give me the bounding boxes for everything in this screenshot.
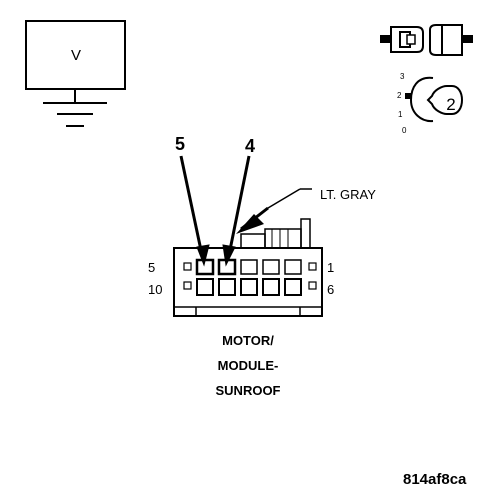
connector-10-pin: [173, 218, 323, 317]
ignition-position-0: 0: [402, 126, 407, 135]
voltmeter-label: V: [71, 47, 81, 64]
ignition-position-2: 2: [397, 91, 402, 100]
probe-label-pin-5: 5: [175, 134, 185, 154]
connector-disconnected-icon: [380, 24, 473, 56]
cavity-10: [196, 278, 214, 296]
connector-name-line-3: SUNROOF: [216, 383, 281, 398]
figure-id: 814af8ca: [403, 471, 467, 488]
pin-label-bottom-left: 10: [148, 282, 162, 297]
cavity-2: [262, 259, 280, 275]
cavity-6: [284, 278, 302, 296]
cavity-1: [284, 259, 302, 275]
ignition-position-1: 1: [398, 110, 403, 119]
cavity-8: [240, 278, 258, 296]
wire-color-callout: LT. GRAY: [236, 187, 376, 234]
ground-icon: [43, 89, 107, 127]
pin-label-bottom-right: 6: [327, 282, 334, 297]
cavity-5: [195, 258, 215, 276]
connector-name-line-1: MOTOR/: [222, 333, 274, 348]
pin-label-top-right: 1: [327, 260, 334, 275]
probe-arrows: [179, 155, 251, 267]
cavity-7: [262, 278, 280, 296]
ignition-position-3: 3: [400, 72, 405, 81]
cavity-3: [240, 259, 258, 275]
pin-label-top-left: 5: [148, 260, 155, 275]
wire-color-label: LT. GRAY: [320, 187, 376, 202]
probe-label-pin-4: 4: [245, 136, 255, 156]
cavity-9: [218, 278, 236, 296]
voltmeter-symbol: V: [25, 20, 126, 127]
ignition-switch-icon: 3 2 1 0 2: [397, 72, 464, 135]
key-position-number: 2: [446, 95, 455, 114]
cavity-4: [217, 258, 237, 276]
connector-name-line-2: MODULE-: [218, 358, 279, 373]
